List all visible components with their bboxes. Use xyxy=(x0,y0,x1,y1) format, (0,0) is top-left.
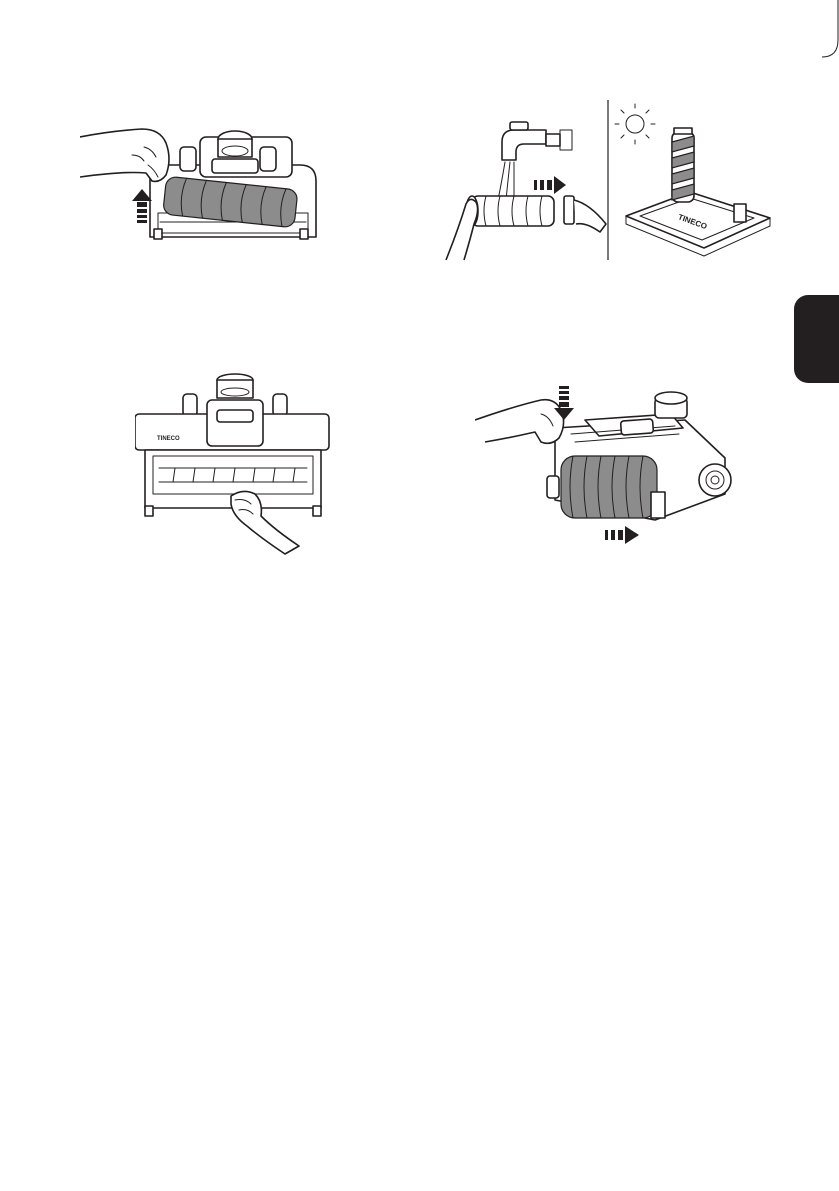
sun-icon xyxy=(615,104,655,144)
section-tab xyxy=(794,295,839,383)
remove-roller-illustration xyxy=(80,125,330,265)
right-arrow-icon xyxy=(534,176,566,194)
wipe-brush-housing-illustration: TINECO xyxy=(135,370,335,555)
brand-mark: TINECO xyxy=(157,436,180,442)
wash-and-dry-roller-illustration: TINECO xyxy=(440,100,775,265)
crop-mark xyxy=(822,0,839,58)
faucet-icon xyxy=(502,122,572,160)
reinstall-roller-illustration xyxy=(475,380,735,545)
up-arrow-icon xyxy=(132,189,152,223)
right-arrow-icon xyxy=(605,526,639,544)
